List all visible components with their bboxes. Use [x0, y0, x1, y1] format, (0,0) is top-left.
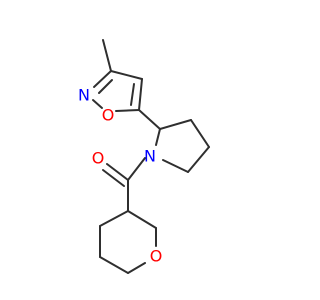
oxane-oxygen-label: O [150, 247, 163, 266]
structure-canvas: N O N O O [78, 39, 210, 274]
carbonyl-double-bond-inner [102, 169, 125, 187]
oxane-c2-c3-bond [127, 210, 157, 229]
molecule-structure: N O N O O [78, 39, 210, 274]
isoxazole-nitrogen-label: N [78, 86, 90, 105]
methyl-bond [102, 39, 112, 72]
pyrrolidine-c3-c4-bond [190, 119, 210, 148]
pyrrolidine-c5-n-bond [162, 159, 189, 173]
isoxazole-c5-o-bond [115, 109, 140, 112]
isoxazole-o-n-bond [92, 99, 103, 109]
oxane-c6-o-bond [127, 262, 146, 274]
isoxazole-c4-c5-bond [138, 78, 143, 111]
pyrrolidine-n-to-carbonyl-bond [127, 157, 146, 181]
carbonyl-double-bond-outer [106, 163, 129, 181]
pyrrolidine-c4-c5-bond [187, 146, 210, 173]
isoxazole-n-c3-inner-bond [98, 79, 113, 94]
pyrrolidine-nitrogen-label: N [144, 147, 156, 166]
isoxazole-c4-c5-inner-bond [130, 83, 135, 106]
oxane-c5-c6-bond [99, 256, 129, 274]
pyrrolidine-n-c2-bond [155, 128, 161, 146]
isoxazole-c3-c4-bond [110, 70, 143, 80]
isoxazole-to-pyrrolidine-bond [138, 109, 161, 130]
carbonyl-oxygen-label: O [92, 149, 105, 168]
oxane-c3-c4-bond [99, 210, 129, 227]
pyrrolidine-c2-c3-bond [159, 119, 192, 130]
isoxazole-n-c3-bond [93, 70, 112, 88]
isoxazole-oxygen-label: O [102, 106, 115, 125]
